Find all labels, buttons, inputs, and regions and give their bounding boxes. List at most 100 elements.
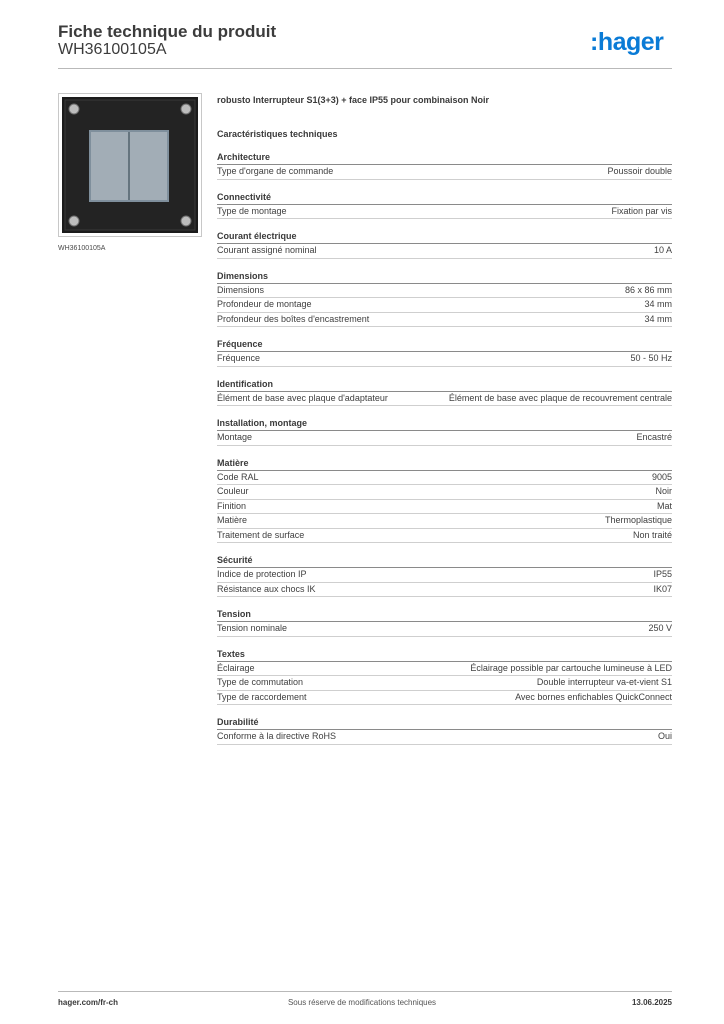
hager-logo[interactable]: :hager <box>590 28 676 56</box>
spec-label: Courant assigné nominal <box>217 245 317 255</box>
spec-value: Avec bornes enfichables QuickConnect <box>515 691 672 702</box>
spec-value: Encastré <box>636 432 672 442</box>
spec-label: Indice de protection IP <box>217 569 307 579</box>
spec-value: Élément de base avec plaque de recouvrem… <box>448 392 672 403</box>
spec-value: 9005 <box>651 471 672 482</box>
spec-row: Matière Thermoplastique <box>217 514 672 529</box>
spec-label: Type de montage <box>217 205 287 216</box>
section-title: Fréquence <box>217 338 672 352</box>
section-title: Connectivité <box>217 191 672 205</box>
spec-row: Type de montage Fixation par vis <box>217 205 672 219</box>
spec-label: Profondeur des boîtes d'encastrement <box>217 313 370 324</box>
spec-value: 10 A <box>653 245 672 255</box>
spec-label: Type de raccordement <box>217 691 307 702</box>
image-caption: WH36100105A <box>58 245 106 252</box>
spec-label: Couleur <box>217 486 249 496</box>
spec-value: 86 x 86 mm <box>624 284 672 295</box>
spec-value: 50 - 50 Hz <box>630 353 672 363</box>
spec-row: Dimensions 86 x 86 mm <box>217 284 672 298</box>
spec-row: Traitement de surface Non traité <box>217 529 672 543</box>
spec-row: Finition Mat <box>217 500 672 514</box>
spec-value: 250 V <box>648 623 672 633</box>
section-title: Identification <box>217 378 672 392</box>
spec-label: Type de commutation <box>217 677 304 687</box>
spec-value: Double interrupteur va-et-vient S1 <box>536 677 672 687</box>
section-title: Matière <box>217 457 672 471</box>
spec-row: Tension nominale 250 V <box>217 622 672 637</box>
spec-row: Indice de protection IP IP55 <box>217 568 672 583</box>
spec-row: Couleur Noir <box>217 485 672 500</box>
spec-value: Fixation par vis <box>611 205 672 216</box>
spec-row: Élément de base avec plaque d'adaptateur… <box>217 392 672 406</box>
spec-value: Éclairage possible par cartouche lumineu… <box>470 662 672 673</box>
spec-value: 34 mm <box>644 299 672 309</box>
footer-divider <box>58 991 672 992</box>
spec-value: Oui <box>657 731 672 741</box>
spec-row: Résistance aux chocs IK IK07 <box>217 583 672 597</box>
spec-value: Noir <box>655 486 672 496</box>
spec-row: Montage Encastré <box>217 431 672 446</box>
spec-value: Non traité <box>632 529 672 540</box>
section-title: Architecture <box>217 151 672 165</box>
section-title: Courant électrique <box>217 230 672 244</box>
spec-label: Finition <box>217 500 247 511</box>
switch-product-illustration <box>62 97 198 233</box>
technical-content: robusto Interrupteur S1(3+3) + face IP55… <box>217 94 672 756</box>
spec-value: Mat <box>656 500 672 511</box>
spec-row: Fréquence 50 - 50 Hz <box>217 352 672 367</box>
spec-row: Profondeur des boîtes d'encastrement 34 m… <box>217 313 672 327</box>
spec-value: Thermoplastique <box>604 515 672 525</box>
spec-label: Conforme à la directive RoHS <box>217 731 337 741</box>
footer-website-link[interactable]: hager.com/fr-ch <box>58 998 119 1007</box>
spec-value: IK07 <box>653 583 672 594</box>
product-code: WH36100105A <box>58 41 167 58</box>
spec-label: Résistance aux chocs IK <box>217 583 316 594</box>
spec-value: 34 mm <box>644 313 672 324</box>
spec-label: Traitement de surface <box>217 529 305 540</box>
spec-label: Dimensions <box>217 284 265 295</box>
spec-label: Montage <box>217 432 253 442</box>
footer-notice: Sous réserve de modifications techniques <box>287 998 437 1007</box>
section-title: Tension <box>217 608 672 622</box>
footer-date: 13.06.2025 <box>631 998 672 1007</box>
spec-row: Type de commutation Double interrupteur v… <box>217 676 672 691</box>
spec-row: Profondeur de montage 34 mm <box>217 298 672 313</box>
product-description: robusto Interrupteur S1(3+3) + face IP55… <box>217 95 490 105</box>
spec-row: Éclairage Éclairage possible par cartouch… <box>217 662 672 676</box>
spec-row: Conforme à la directive RoHS Oui <box>217 730 672 745</box>
logo-text: :hager <box>590 28 664 56</box>
section-title: Textes <box>217 648 672 662</box>
spec-row: Type de raccordement Avec bornes enfichab… <box>217 691 672 705</box>
characteristics-heading: Caractéristiques techniques <box>217 129 338 139</box>
spec-label: Éclairage <box>217 662 255 673</box>
spec-label: Tension nominale <box>217 623 288 633</box>
spec-label: Code RAL <box>217 471 259 482</box>
document-title: Fiche technique du produit <box>58 22 277 41</box>
section-title: Sécurité <box>217 554 672 568</box>
section-title: Installation, montage <box>217 417 672 431</box>
header-divider <box>58 68 672 69</box>
section-title: Durabilité <box>217 716 672 730</box>
spec-label: Matière <box>217 515 248 525</box>
spec-label: Élément de base avec plaque d'adaptateur <box>217 392 388 403</box>
spec-row: Code RAL 9005 <box>217 471 672 485</box>
product-image <box>58 93 202 237</box>
spec-label: Profondeur de montage <box>217 299 312 309</box>
spec-value: IP55 <box>653 569 672 579</box>
spec-label: Fréquence <box>217 353 261 363</box>
spec-row: Courant assigné nominal 10 A <box>217 244 672 259</box>
